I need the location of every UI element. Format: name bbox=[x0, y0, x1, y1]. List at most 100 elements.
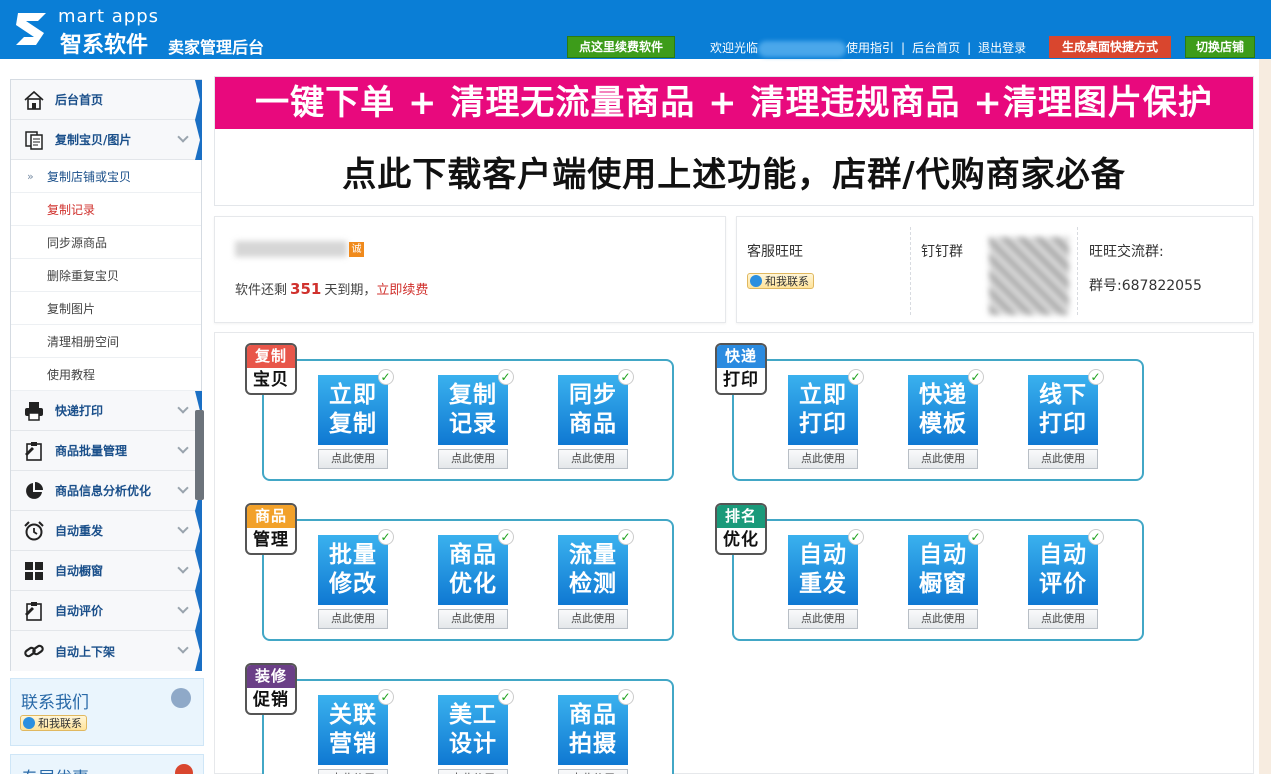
feature-tile[interactable]: 同步商品✓ 点此使用 bbox=[558, 369, 634, 469]
subitem-clean-album[interactable]: 清理相册空间 bbox=[11, 325, 201, 358]
tab-edge bbox=[195, 551, 202, 591]
use-button[interactable]: 点此使用 bbox=[558, 609, 628, 629]
check-icon: ✓ bbox=[498, 369, 514, 385]
use-button[interactable]: 点此使用 bbox=[318, 769, 388, 774]
group-badge-top: 装修 bbox=[247, 665, 295, 688]
feature-tile-face[interactable]: 商品拍摄✓ bbox=[558, 689, 634, 765]
feature-tile-face[interactable]: 批量修改✓ bbox=[318, 529, 394, 605]
qr-code-image bbox=[989, 237, 1069, 315]
feature-tile[interactable]: 自动重发✓ 点此使用 bbox=[788, 529, 864, 629]
feature-tile[interactable]: 复制记录✓ 点此使用 bbox=[438, 369, 514, 469]
sidebar-item-copy[interactable]: 复制宝贝/图片 bbox=[11, 120, 202, 160]
feature-tile-face[interactable]: 同步商品✓ bbox=[558, 369, 634, 445]
use-button[interactable]: 点此使用 bbox=[788, 449, 858, 469]
printer-icon bbox=[23, 400, 45, 422]
sidebar-item-label: 快递打印 bbox=[55, 404, 104, 418]
feature-tile-face[interactable]: 美工设计✓ bbox=[438, 689, 514, 765]
feature-tile-face[interactable]: 商品优化✓ bbox=[438, 529, 514, 605]
sidebar-item-auto-window[interactable]: 自动橱窗 bbox=[11, 551, 202, 591]
feature-tile-face[interactable]: 自动重发✓ bbox=[788, 529, 864, 605]
chevron-right-icon: » bbox=[27, 170, 34, 183]
qq-contact-button[interactable]: 和我联系 bbox=[747, 273, 814, 289]
feature-tile-face[interactable]: 关联营销✓ bbox=[318, 689, 394, 765]
use-button[interactable]: 点此使用 bbox=[1028, 609, 1098, 629]
use-button[interactable]: 点此使用 bbox=[558, 449, 628, 469]
feature-tile-face[interactable]: 立即打印✓ bbox=[788, 369, 864, 445]
switch-shop-button[interactable]: 切换店铺 bbox=[1185, 36, 1255, 58]
sidebar-item-analysis[interactable]: 商品信息分析优化 bbox=[11, 471, 202, 511]
sidebar-item-auto-review[interactable]: 自动评价 bbox=[11, 591, 202, 631]
sidebar-item-label: 商品批量管理 bbox=[55, 444, 128, 458]
subitem-tutorial[interactable]: 使用教程 bbox=[11, 358, 201, 391]
use-button[interactable]: 点此使用 bbox=[318, 609, 388, 629]
feature-tile[interactable]: 立即复制✓ 点此使用 bbox=[318, 369, 394, 469]
check-icon: ✓ bbox=[848, 529, 864, 545]
chevron-down-icon bbox=[177, 602, 189, 614]
use-button[interactable]: 点此使用 bbox=[438, 609, 508, 629]
use-button[interactable]: 点此使用 bbox=[558, 769, 628, 774]
chevron-down-icon bbox=[177, 131, 189, 143]
qq-contact-button[interactable]: 和我联系 bbox=[20, 715, 87, 731]
copy-icon bbox=[23, 129, 45, 151]
right-edge bbox=[1259, 59, 1271, 774]
renew-software-button[interactable]: 点这里续费软件 bbox=[567, 36, 675, 58]
use-button[interactable]: 点此使用 bbox=[788, 609, 858, 629]
exclusive-offer-panel: 专属优惠 bbox=[10, 754, 204, 774]
check-icon: ✓ bbox=[498, 689, 514, 705]
use-button[interactable]: 点此使用 bbox=[908, 449, 978, 469]
subitem-copy-images[interactable]: 复制图片 bbox=[11, 292, 201, 325]
dashboard-link[interactable]: 后台首页 bbox=[912, 41, 961, 55]
feature-tile-face[interactable]: 快递模板✓ bbox=[908, 369, 984, 445]
sidebar-item-express-print[interactable]: 快递打印 bbox=[11, 391, 202, 431]
use-button[interactable]: 点此使用 bbox=[438, 449, 508, 469]
sidebar-item-batch-manage[interactable]: 商品批量管理 bbox=[11, 431, 202, 471]
sidebar-item-auto-repost[interactable]: 自动重发 bbox=[11, 511, 202, 551]
brand-subtitle: 卖家管理后台 bbox=[168, 38, 265, 57]
sidebar: 后台首页 复制宝贝/图片 »复制店铺或宝贝 复制记录 同步源商品 删除重复宝贝 … bbox=[10, 79, 202, 671]
logout-link[interactable]: 退出登录 bbox=[978, 41, 1027, 55]
guide-link[interactable]: 使用指引 bbox=[846, 41, 895, 55]
chevron-down-icon bbox=[177, 482, 189, 494]
top-links: 欢迎光临使用指引|后台首页|退出登录 bbox=[710, 40, 1027, 57]
feature-tile[interactable]: 自动橱窗✓ 点此使用 bbox=[908, 529, 984, 629]
group-badge-bottom: 促销 bbox=[253, 690, 289, 710]
subitem-sync-source[interactable]: 同步源商品 bbox=[11, 226, 201, 259]
desktop-shortcut-button[interactable]: 生成桌面快捷方式 bbox=[1049, 36, 1171, 58]
feature-tile[interactable]: 自动评价✓ 点此使用 bbox=[1028, 529, 1104, 629]
clipboard-icon bbox=[23, 600, 45, 622]
subitem-copy-records[interactable]: 复制记录 bbox=[11, 193, 201, 226]
use-button[interactable]: 点此使用 bbox=[908, 609, 978, 629]
sidebar-item-home[interactable]: 后台首页 bbox=[11, 80, 202, 120]
link-icon bbox=[23, 640, 45, 662]
renew-now-link[interactable]: 立即续费 bbox=[376, 283, 429, 298]
feature-tile-face[interactable]: 自动橱窗✓ bbox=[908, 529, 984, 605]
s-logo-icon bbox=[12, 9, 50, 49]
group-badge-top: 快递 bbox=[717, 345, 765, 368]
feature-tile[interactable]: 立即打印✓ 点此使用 bbox=[788, 369, 864, 469]
feature-tile[interactable]: 线下打印✓ 点此使用 bbox=[1028, 369, 1104, 469]
sidebar-collapse-handle[interactable] bbox=[195, 410, 204, 500]
check-icon: ✓ bbox=[378, 689, 394, 705]
subitem-delete-duplicates[interactable]: 删除重复宝贝 bbox=[11, 259, 201, 292]
use-button[interactable]: 点此使用 bbox=[438, 769, 508, 774]
use-button[interactable]: 点此使用 bbox=[318, 449, 388, 469]
check-icon: ✓ bbox=[378, 529, 394, 545]
feature-tile-face[interactable]: 流量检测✓ bbox=[558, 529, 634, 605]
use-button[interactable]: 点此使用 bbox=[1028, 449, 1098, 469]
feature-tile[interactable]: 快递模板✓ 点此使用 bbox=[908, 369, 984, 469]
feature-tile-face[interactable]: 线下打印✓ bbox=[1028, 369, 1104, 445]
feature-tile[interactable]: 商品优化✓ 点此使用 bbox=[438, 529, 514, 629]
sidebar-item-auto-listing[interactable]: 自动上下架 bbox=[11, 631, 202, 671]
wangwang-label: 客服旺旺 bbox=[747, 244, 803, 260]
feature-tile[interactable]: 批量修改✓ 点此使用 bbox=[318, 529, 394, 629]
feature-tile-face[interactable]: 复制记录✓ bbox=[438, 369, 514, 445]
feature-tile[interactable]: 流量检测✓ 点此使用 bbox=[558, 529, 634, 629]
check-icon: ✓ bbox=[618, 529, 634, 545]
subitem-copy-shop[interactable]: »复制店铺或宝贝 bbox=[11, 160, 201, 193]
feature-tile-face[interactable]: 自动评价✓ bbox=[1028, 529, 1104, 605]
download-client-banner[interactable]: 一键下单 + 清理无流量商品 + 清理违规商品 +清理图片保护 点此下载客户端使… bbox=[214, 76, 1254, 206]
feature-tile-face[interactable]: 立即复制✓ bbox=[318, 369, 394, 445]
